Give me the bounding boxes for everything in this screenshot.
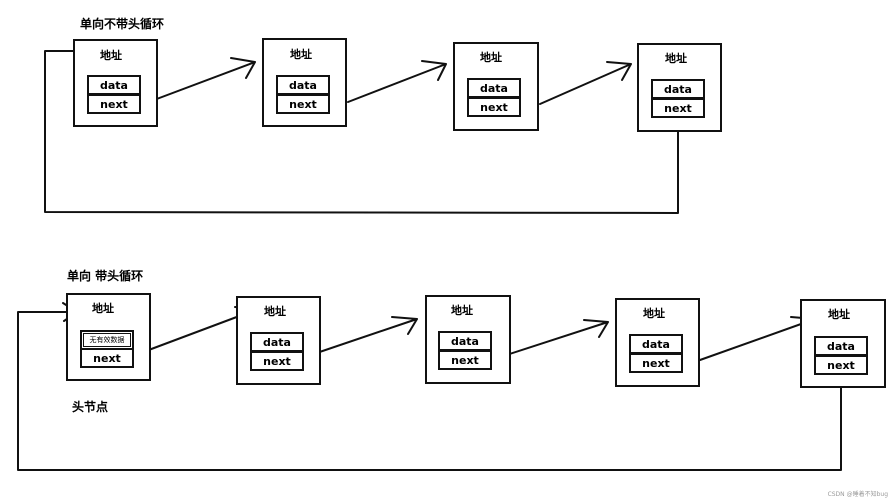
node-address-label: 地址 — [480, 51, 502, 64]
node-data-field: data — [87, 75, 141, 95]
node-data-field: data — [814, 336, 868, 356]
link-arrow-7 — [699, 316, 816, 361]
node-address-label: 地址 — [92, 302, 114, 315]
link-arrow-1 — [145, 57, 256, 104]
node-next-field: next — [467, 97, 521, 117]
node-address-label: 地址 — [451, 304, 473, 317]
link-arrow-2 — [347, 60, 447, 103]
node-next-field: next — [629, 353, 683, 373]
node-data-field: data — [250, 332, 304, 352]
node-address-label: 地址 — [828, 308, 850, 321]
node-data-field: data — [276, 75, 330, 95]
node-address-label: 地址 — [665, 52, 687, 65]
watermark-text: CSDN @睡着不知bug — [827, 491, 888, 498]
node-data-field: data — [629, 334, 683, 354]
node-data-field: data — [438, 331, 492, 351]
node-address-label: 地址 — [290, 48, 312, 61]
diagram2-title: 单向 带头循环 — [67, 269, 144, 283]
node-next-field: next — [651, 98, 705, 118]
node-next-field: next — [438, 350, 492, 370]
diagram1-title: 单向不带头循环 — [80, 17, 165, 31]
node-address-label: 地址 — [643, 307, 665, 320]
node-address-label: 地址 — [264, 305, 286, 318]
node-address-label: 地址 — [100, 49, 122, 62]
link-arrow-3 — [539, 61, 632, 105]
node-data-field: data — [651, 79, 705, 99]
head-node-caption: 头节点 — [72, 400, 109, 414]
node-next-field: next — [80, 348, 134, 368]
node-next-field: next — [250, 351, 304, 371]
node-next-field: next — [814, 355, 868, 375]
head-node-data-field: 无有效数据 — [80, 330, 134, 350]
node-next-field: next — [276, 94, 330, 114]
node-data-field: data — [467, 78, 521, 98]
node-next-field: next — [87, 94, 141, 114]
